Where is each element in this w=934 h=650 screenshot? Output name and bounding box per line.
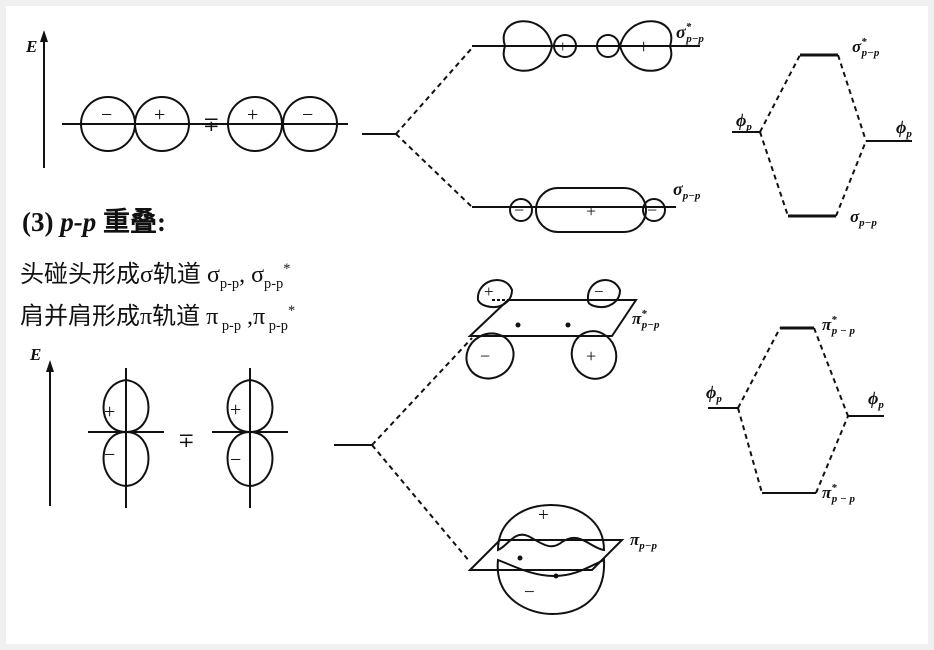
sigma-energy-level-diagram: ϕp ϕp σ*p−p σp−p bbox=[732, 36, 912, 229]
section-overlap-type: p-p bbox=[60, 207, 97, 237]
sigma-formation-line: 头碰头形成σ轨道 σp-p, σp-p* bbox=[20, 261, 291, 292]
orbital-sign-plus: + bbox=[558, 37, 568, 56]
pi-formation-line: 肩并肩形成π轨道 π p-p ,π p-p* bbox=[20, 303, 296, 334]
orbital-sign-minus: − bbox=[602, 37, 612, 56]
sigma-correlation-lines bbox=[362, 47, 473, 208]
phi-p-label-right: ϕp bbox=[896, 117, 912, 140]
pi-line-prefix: 肩并肩形成π轨道 bbox=[20, 304, 207, 330]
orbital-sign-minus: − bbox=[480, 346, 490, 366]
phi-p-label-right: ϕp bbox=[868, 388, 884, 411]
phi-p-label-left: ϕp bbox=[736, 110, 752, 133]
orbital-sign-plus: + bbox=[586, 346, 596, 366]
pi-star-level-label-lower: π*p − p bbox=[822, 482, 855, 505]
orbital-sign-minus: − bbox=[101, 104, 112, 126]
section-heading: (3) p-p 重叠: bbox=[22, 200, 166, 239]
sigma-energy-axis: E bbox=[25, 30, 48, 168]
sigma-star-orbital: − + − + σ*p−p bbox=[472, 20, 704, 72]
orbital-sign-minus: − bbox=[230, 449, 241, 471]
phi-p-label-left: ϕp bbox=[706, 382, 722, 405]
sigma-bonding-label: σp−p bbox=[673, 179, 701, 202]
sigma-level-label: σp−p bbox=[850, 207, 877, 229]
pi-term: π p-p bbox=[206, 304, 242, 334]
pi-energy-level-diagram: ϕp ϕp π*p − p π*p − p bbox=[706, 314, 884, 505]
orbital-sign-plus: + bbox=[247, 104, 258, 126]
pi-star-term: π p-p* bbox=[253, 303, 296, 334]
section-heading-suffix: 重叠: bbox=[102, 207, 166, 237]
pi-bonding-orbital: + − πp−p bbox=[467, 504, 657, 616]
sigma-line-prefix: 头碰头形成σ轨道 bbox=[20, 262, 207, 288]
sigma-star-level-label: σ*p−p bbox=[852, 36, 880, 59]
orbital-sign-plus: + bbox=[154, 104, 165, 126]
combine-sign: ∓ bbox=[178, 430, 195, 452]
orbital-sign-plus: + bbox=[104, 401, 115, 423]
orbital-sign-minus: − bbox=[514, 200, 524, 220]
sigma-bonding-orbital: − + − σp−p bbox=[472, 179, 701, 233]
orbital-sign-minus: − bbox=[104, 444, 115, 466]
orbital-sign-minus: − bbox=[647, 200, 657, 220]
pi-bonding-label: πp−p bbox=[630, 530, 657, 552]
pi-correlation-lines bbox=[334, 337, 473, 563]
orbital-sign-plus: + bbox=[538, 505, 549, 526]
orbital-sign-plus: + bbox=[484, 282, 494, 301]
orbital-sign-plus: + bbox=[638, 36, 649, 58]
sigma-term: σp-p bbox=[206, 262, 240, 292]
orbital-sign-plus: + bbox=[586, 201, 596, 221]
energy-axis-label: E bbox=[25, 37, 37, 56]
orbital-sign-minus: − bbox=[518, 36, 529, 58]
section-number: (3) bbox=[22, 207, 54, 237]
pi-atomic-orbitals: + − ∓ + − bbox=[88, 368, 288, 508]
pi-star-label: π*p−p bbox=[632, 308, 660, 331]
slide-card bbox=[6, 6, 928, 644]
combine-sign: ∓ bbox=[203, 114, 220, 136]
sigma-atomic-orbitals: − + ∓ + − bbox=[62, 96, 348, 152]
sigma-star-term: σp-p* bbox=[251, 261, 291, 292]
orbital-sign-minus: − bbox=[594, 282, 604, 301]
energy-axis-label: E bbox=[29, 345, 41, 364]
sigma-star-label: σ*p−p bbox=[676, 21, 704, 45]
pi-star-orbital: + − − + π*p−p bbox=[465, 279, 660, 380]
orbital-sign-minus: − bbox=[524, 582, 535, 603]
orbital-sign-minus: − bbox=[302, 104, 313, 126]
pi-star-level-label-upper: π*p − p bbox=[822, 314, 855, 337]
orbital-sign-plus: + bbox=[230, 399, 241, 421]
pi-energy-axis: E bbox=[29, 345, 54, 506]
